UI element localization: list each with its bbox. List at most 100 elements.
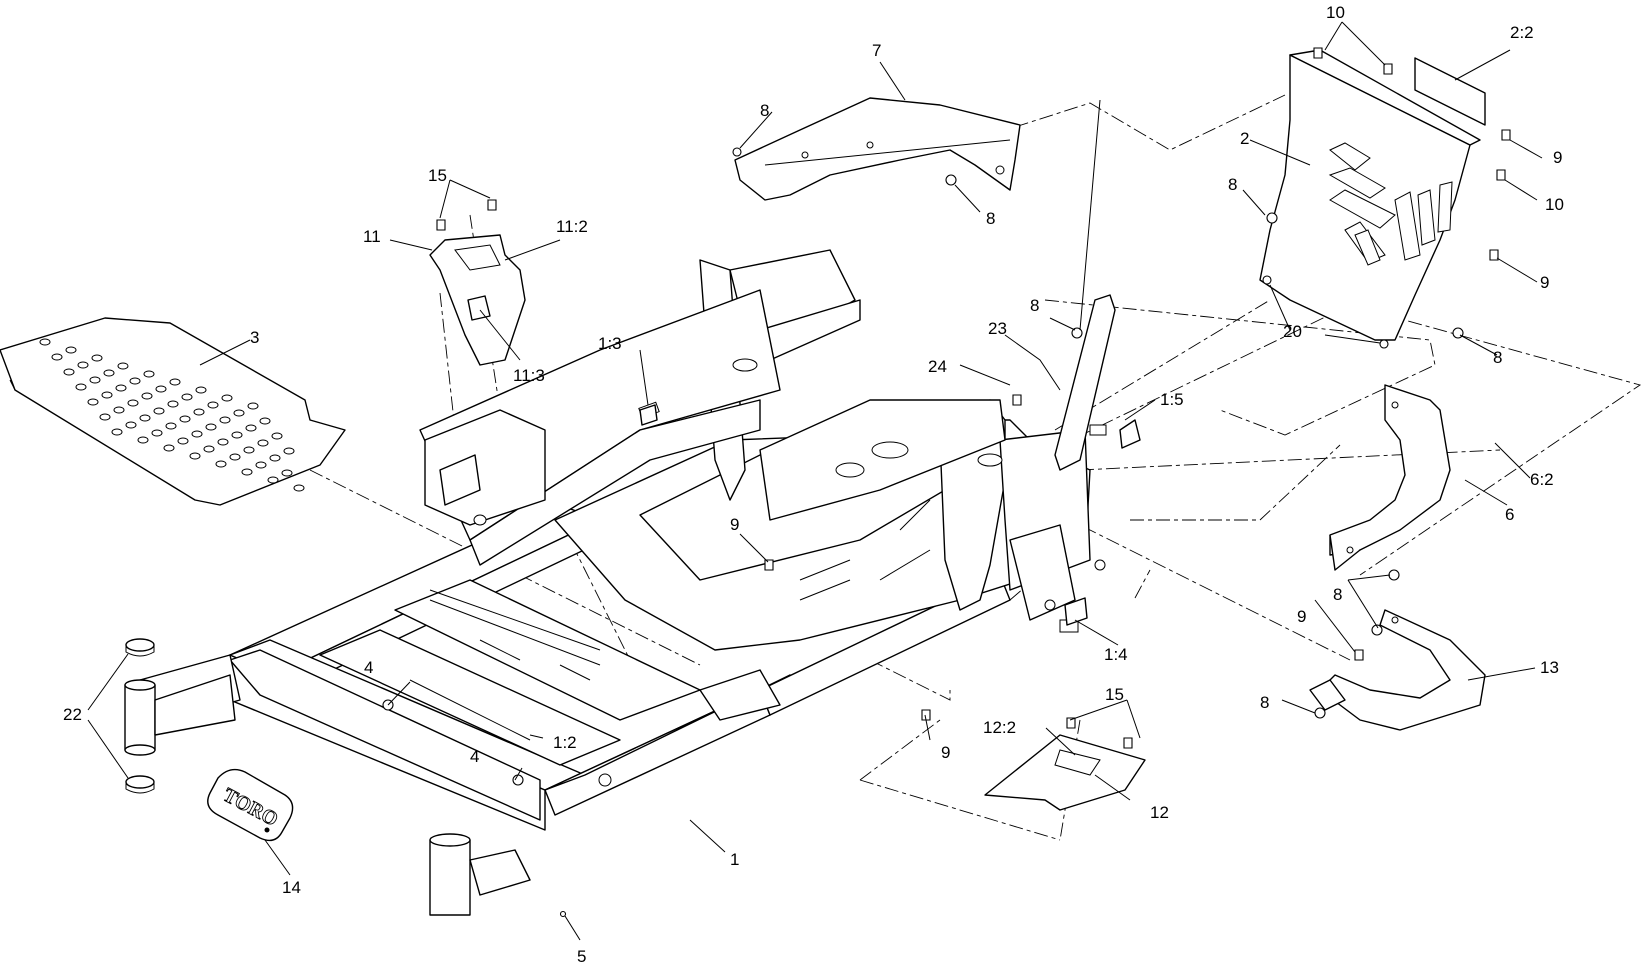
floor-plate-dimple	[283, 447, 295, 455]
callout-15-a: 15	[428, 166, 447, 185]
callout-14: 14	[282, 878, 301, 897]
callout-1: 1	[730, 850, 739, 869]
floor-plate-dimple	[219, 416, 231, 424]
callout-8-d: 8	[1030, 296, 1039, 315]
callout-2: 2	[1240, 129, 1249, 148]
floor-plate-dimple	[203, 445, 215, 453]
floor-plate-3	[0, 317, 346, 506]
decal-2-2	[1414, 57, 1486, 126]
caster-spacer-22	[124, 638, 236, 794]
callout-4-b: 4	[470, 747, 479, 766]
callout-11-3: 11:3	[513, 366, 545, 385]
floor-plate-dimple	[89, 376, 101, 384]
frame-decals	[409, 404, 1141, 741]
floor-plate-dimple	[195, 386, 207, 394]
floor-plate-dimple	[193, 408, 205, 416]
callout-8-b: 8	[986, 209, 995, 228]
floor-plate-dimple	[257, 439, 269, 447]
callout-3: 3	[250, 328, 259, 347]
floor-plate-dimple	[247, 402, 259, 410]
callout-9-e: 9	[1297, 607, 1306, 626]
floor-plate-dimple	[127, 399, 139, 407]
floor-plate-dimple	[141, 392, 153, 400]
floor-plate-dimple	[169, 378, 181, 386]
callout-20: 20	[1283, 322, 1302, 341]
floor-plate-3-dimples	[39, 338, 305, 492]
callout-2-2: 2:2	[1510, 23, 1534, 42]
callout-9-d: 9	[941, 743, 950, 762]
floor-plate-dimple	[243, 446, 255, 454]
callout-9-b: 9	[1540, 273, 1549, 292]
floor-plate-dimple	[153, 407, 165, 415]
floor-plate-dimple	[91, 354, 103, 362]
floor-plate-dimple	[179, 415, 191, 423]
floor-plate-dimple	[163, 444, 175, 452]
callout-22: 22	[63, 705, 82, 724]
floor-plate-dimple	[217, 438, 229, 446]
floor-plate-dimple	[111, 428, 123, 436]
bracket-11	[429, 234, 526, 366]
floor-plate-dimple	[189, 452, 201, 460]
bracket-23	[1054, 294, 1116, 471]
plate-12	[984, 734, 1146, 811]
callout-8-f: 8	[1333, 585, 1342, 604]
floor-plate-dimple	[129, 377, 141, 385]
callout-12-2: 12:2	[983, 718, 1016, 737]
floor-plate-dimple	[271, 432, 283, 440]
guard-13	[1309, 609, 1486, 731]
floor-plate-dimple	[75, 383, 87, 391]
floor-plate-dimple	[103, 369, 115, 377]
callout-8-e: 8	[1493, 348, 1502, 367]
floor-plate-dimple	[167, 400, 179, 408]
callout-11: 11	[363, 227, 381, 246]
callout-6-2: 6:2	[1530, 470, 1554, 489]
callout-12: 12	[1150, 803, 1169, 822]
callout-9-c: 9	[730, 515, 739, 534]
callout-1-4: 1:4	[1104, 645, 1128, 664]
floor-plate-dimple	[205, 423, 217, 431]
floor-plate-dimple	[229, 453, 241, 461]
floor-plate-dimple	[191, 430, 203, 438]
callout-11-2: 11:2	[556, 217, 588, 236]
callout-1-3: 1:3	[598, 334, 622, 353]
floor-plate-dimple	[65, 346, 77, 354]
floor-plate-dimple	[233, 409, 245, 417]
floor-plate-dimple	[117, 362, 129, 370]
floor-plate-dimple	[139, 414, 151, 422]
floor-plate-dimple	[113, 406, 125, 414]
bracket-7	[734, 97, 1021, 201]
callout-5: 5	[577, 947, 586, 966]
floor-plate-dimple	[63, 368, 75, 376]
floor-plate-dimple	[39, 338, 51, 346]
callout-13: 13	[1540, 658, 1559, 677]
floor-plate-dimple	[293, 484, 305, 492]
guard-6	[1329, 384, 1451, 571]
floor-plate-dimple	[77, 361, 89, 369]
floor-plate-dimple	[231, 431, 243, 439]
floor-plate-dimple	[241, 468, 253, 476]
floor-plate-dimple	[267, 476, 279, 484]
floor-plate-dimple	[165, 422, 177, 430]
fasteners	[382, 47, 1511, 918]
callout-4-a: 4	[364, 658, 373, 677]
floor-plate-dimple	[255, 461, 267, 469]
floor-plate-dimple	[151, 429, 163, 437]
floor-plate-dimple	[101, 391, 113, 399]
callout-23: 23	[988, 319, 1007, 338]
floor-plate-dimple	[51, 353, 63, 361]
callout-7: 7	[872, 41, 881, 60]
callout-9-a: 9	[1553, 148, 1562, 167]
callout-8-a: 8	[760, 101, 769, 120]
toro-logo-decal-14: TORO	[207, 768, 294, 842]
callout-1-2: 1:2	[553, 733, 577, 752]
rear-plate-2	[1259, 49, 1481, 341]
floor-plate-dimple	[143, 370, 155, 378]
floor-plate-dimple	[125, 421, 137, 429]
main-frame	[139, 249, 1107, 916]
callout-8-g: 8	[1260, 693, 1269, 712]
floor-plate-dimple	[181, 393, 193, 401]
callout-10-a: 10	[1326, 3, 1345, 22]
callout-6: 6	[1505, 505, 1514, 524]
callout-15-b: 15	[1105, 685, 1124, 704]
